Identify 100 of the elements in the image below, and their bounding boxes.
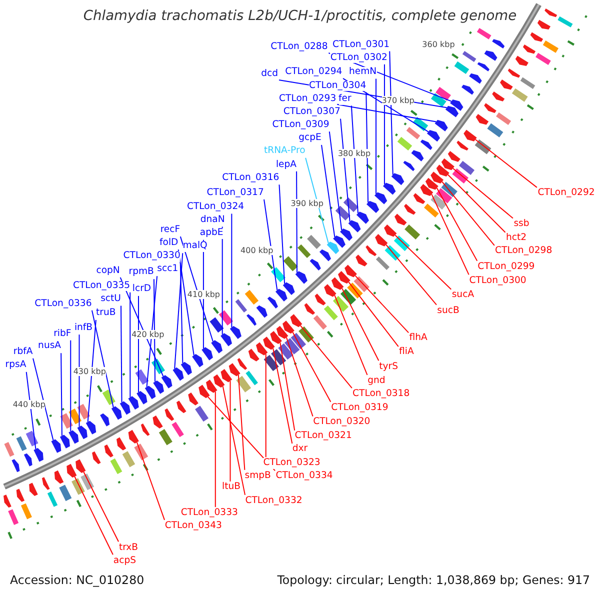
gene-feature bbox=[338, 271, 350, 284]
gene-label: sucB bbox=[437, 306, 460, 316]
leader-line bbox=[136, 442, 166, 520]
gene-feature bbox=[448, 151, 460, 162]
gene-feature bbox=[128, 396, 139, 410]
gene-feature bbox=[275, 288, 288, 302]
gene-label: CTLon_0321 bbox=[294, 431, 352, 442]
leader-line bbox=[265, 353, 266, 458]
leader-line bbox=[130, 292, 131, 398]
gene-feature bbox=[263, 336, 275, 350]
gene-label: CTLon_0320 bbox=[313, 417, 370, 428]
leader-line bbox=[91, 310, 114, 408]
gene-feature bbox=[348, 220, 361, 232]
leader-line bbox=[180, 236, 214, 342]
gene-feature bbox=[29, 482, 38, 496]
leader-line bbox=[174, 252, 184, 370]
gene-feature bbox=[314, 294, 326, 306]
gene-feature bbox=[383, 182, 396, 195]
gene-feature bbox=[270, 330, 282, 344]
gene-feature bbox=[76, 459, 86, 473]
gene-label: CTLon_0316 bbox=[222, 172, 280, 184]
gene-feature bbox=[484, 50, 498, 61]
gene-feature bbox=[220, 333, 232, 346]
leader-line bbox=[138, 295, 139, 393]
gene-feature bbox=[333, 235, 346, 248]
gene-label: gnd bbox=[368, 376, 386, 387]
gene-feature bbox=[202, 347, 213, 360]
leader-line bbox=[120, 305, 122, 403]
leader-line bbox=[32, 358, 54, 441]
gene-label: CTLon_0317 bbox=[206, 188, 264, 198]
gene-label: CTLon_0336 bbox=[34, 298, 92, 310]
gene-feature bbox=[211, 340, 222, 354]
gene-feature bbox=[140, 423, 150, 436]
gene-feature bbox=[68, 430, 79, 444]
leader-line bbox=[153, 278, 156, 382]
gene-label: apbE bbox=[200, 228, 224, 239]
leader-line bbox=[366, 92, 369, 204]
gene-feature bbox=[500, 79, 513, 90]
leader-line bbox=[452, 168, 514, 219]
gene-feature bbox=[42, 477, 50, 490]
leader-line bbox=[70, 340, 72, 432]
gene-feature bbox=[331, 277, 344, 290]
gene-feature bbox=[462, 84, 474, 95]
scale-label: 420 kbp bbox=[132, 330, 164, 340]
leader-line bbox=[442, 181, 495, 246]
gene-label: CTLon_0299 bbox=[478, 262, 535, 272]
gene-feature bbox=[404, 204, 416, 215]
gene-label: rpsA bbox=[5, 360, 26, 371]
gene-label: fer bbox=[338, 94, 352, 105]
scale-label: 390 kbp bbox=[290, 199, 324, 208]
scale-label: 410 kbp bbox=[187, 290, 220, 300]
scale-label: 370 kbp bbox=[382, 96, 414, 106]
gene-feature bbox=[537, 20, 550, 30]
gene-label: lepA bbox=[276, 160, 297, 170]
gene-feature bbox=[16, 488, 25, 502]
gene-feature bbox=[290, 314, 302, 328]
gene-label: CTLon_0332 bbox=[245, 496, 302, 507]
gene-label: ribF bbox=[54, 328, 72, 340]
leader-line bbox=[280, 342, 296, 431]
gene-feature bbox=[356, 254, 368, 266]
scale-label: 430 kbp bbox=[73, 366, 106, 376]
gene-feature bbox=[176, 400, 186, 414]
gene-feature bbox=[492, 91, 505, 102]
gene-feature bbox=[430, 172, 444, 184]
gene-feature bbox=[508, 68, 520, 78]
gene-label: CTLon_0304 bbox=[309, 80, 366, 92]
gene-feature bbox=[86, 420, 96, 434]
gene-feature bbox=[445, 106, 459, 118]
gene-label: CTLon_0319 bbox=[331, 402, 388, 414]
gene-feature bbox=[304, 303, 316, 315]
gene-feature bbox=[420, 184, 434, 196]
gene-feature bbox=[441, 158, 454, 170]
gene-feature bbox=[413, 193, 426, 204]
gene-feature bbox=[120, 401, 130, 415]
gene-feature bbox=[60, 434, 70, 448]
gene-feature bbox=[477, 62, 490, 72]
gene-feature bbox=[492, 39, 505, 48]
scale-label: 360 kbp bbox=[422, 40, 455, 50]
gene-label: CTLon_0335 bbox=[73, 280, 130, 292]
gene-feature bbox=[374, 192, 388, 204]
gene-feature bbox=[104, 444, 114, 458]
gene-feature bbox=[128, 430, 139, 444]
gene-feature bbox=[192, 354, 204, 368]
leader-line bbox=[238, 374, 246, 470]
gene-label: CTLon_0333 bbox=[180, 508, 238, 519]
gene-label: gcpE bbox=[298, 133, 322, 144]
leader-line bbox=[264, 198, 278, 291]
leader-line bbox=[230, 380, 231, 482]
gene-feature bbox=[256, 305, 268, 318]
gene-feature bbox=[282, 320, 294, 334]
leader-line bbox=[87, 319, 96, 422]
gene-feature bbox=[310, 258, 321, 270]
gene-feature bbox=[220, 369, 232, 382]
gene-feature bbox=[136, 391, 148, 404]
gene-label: tyrS bbox=[379, 362, 398, 372]
gene-label: CTLon_0323 bbox=[263, 458, 320, 469]
leader-line bbox=[26, 371, 36, 450]
leader-line bbox=[286, 336, 314, 417]
gene-label: rbfA bbox=[13, 346, 33, 358]
gene-feature bbox=[77, 426, 88, 440]
